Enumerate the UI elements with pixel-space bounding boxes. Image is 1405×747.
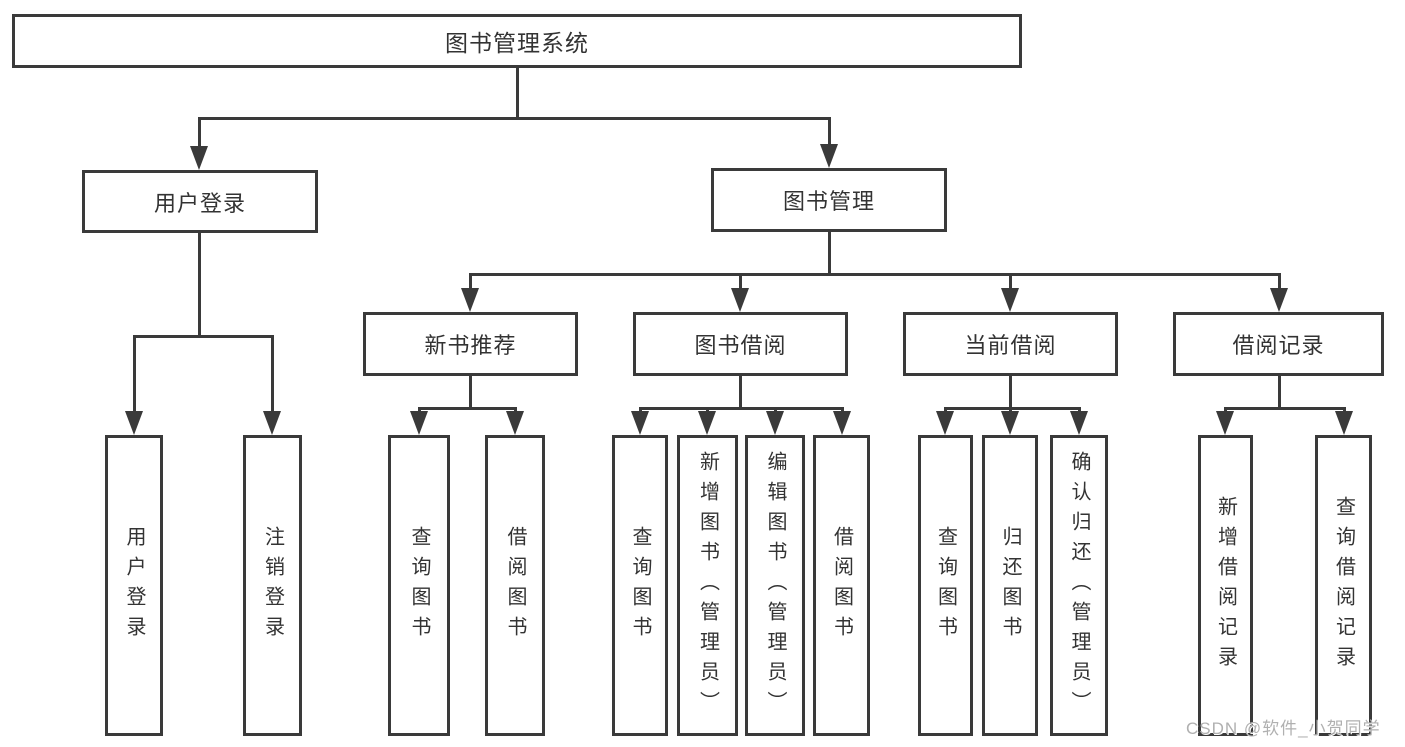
leaf-label: 新增图书（管理员） xyxy=(696,450,719,721)
leaf-label: 查询图书 xyxy=(629,525,651,646)
leaf-label: 查询借阅记录 xyxy=(1332,495,1355,676)
leaf-query-books: 查询图书 xyxy=(918,435,973,736)
leaf-add-borrow-record: 新增借阅记录 xyxy=(1198,435,1253,736)
leaf-query-books: 查询图书 xyxy=(612,435,668,736)
connector-line xyxy=(133,335,136,414)
leaf-user-login: 用户登录 xyxy=(105,435,163,736)
connector-line xyxy=(739,273,742,291)
leaf-borrow-books: 借阅图书 xyxy=(813,435,870,736)
arrow-down-icon xyxy=(461,288,479,312)
arrow-down-icon xyxy=(263,411,281,435)
arrow-down-icon xyxy=(631,411,649,435)
node-current-borrowing: 当前借阅 xyxy=(903,312,1118,376)
leaf-label: 用户登录 xyxy=(123,525,145,646)
node-label: 当前借阅 xyxy=(964,333,1057,358)
leaf-query-books: 查询图书 xyxy=(388,435,450,736)
leaf-label: 借阅图书 xyxy=(830,525,853,646)
connector-line xyxy=(418,407,517,410)
connector-line xyxy=(198,233,201,335)
connector-line xyxy=(828,232,831,273)
arrow-down-icon xyxy=(1216,411,1234,435)
connector-line xyxy=(1009,273,1012,291)
arrow-down-icon xyxy=(410,411,428,435)
node-label: 图书借阅 xyxy=(694,333,787,358)
node-new-book-recommendation: 新书推荐 xyxy=(363,312,578,376)
node-label: 借阅记录 xyxy=(1232,333,1325,358)
connector-line xyxy=(639,407,843,410)
arrow-down-icon xyxy=(506,411,524,435)
node-label: 图书管理系统 xyxy=(445,30,589,56)
connector-line xyxy=(739,376,742,407)
node-label: 用户登录 xyxy=(153,190,246,216)
leaf-add-books-admin: 新增图书（管理员） xyxy=(677,435,738,736)
arrow-down-icon xyxy=(820,144,838,168)
arrow-down-icon xyxy=(698,411,716,435)
leaf-edit-books-admin: 编辑图书（管理员） xyxy=(745,435,805,736)
node-label: 新书推荐 xyxy=(424,333,517,358)
arrow-down-icon xyxy=(1070,411,1088,435)
leaf-label: 编辑图书（管理员） xyxy=(764,450,786,721)
arrow-down-icon xyxy=(1001,411,1019,435)
connector-line xyxy=(133,335,274,338)
arrow-down-icon xyxy=(766,411,784,435)
arrow-down-icon xyxy=(833,411,851,435)
node-book-management-system: 图书管理系统 xyxy=(12,14,1022,68)
connector-line xyxy=(1278,273,1281,291)
leaf-label: 借阅图书 xyxy=(504,525,526,646)
connector-line xyxy=(198,117,831,120)
leaf-query-borrow-record: 查询借阅记录 xyxy=(1315,435,1372,736)
leaf-confirm-return-admin: 确认归还（管理员） xyxy=(1050,435,1108,736)
leaf-label: 归还图书 xyxy=(999,525,1021,646)
node-book-borrowing: 图书借阅 xyxy=(633,312,848,376)
connector-line xyxy=(271,335,274,414)
connector-line xyxy=(469,273,1280,276)
arrow-down-icon xyxy=(936,411,954,435)
connector-line xyxy=(1009,376,1012,407)
node-user-login: 用户登录 xyxy=(82,170,318,233)
connector-line xyxy=(1224,407,1345,410)
connector-line xyxy=(1278,376,1281,407)
connector-line xyxy=(516,68,519,117)
leaf-return-books: 归还图书 xyxy=(982,435,1038,736)
leaf-label: 确认归还（管理员） xyxy=(1068,450,1090,721)
node-label: 图书管理 xyxy=(782,189,875,214)
leaf-borrow-books: 借阅图书 xyxy=(485,435,545,736)
leaf-logout: 注销登录 xyxy=(243,435,302,736)
node-book-management: 图书管理 xyxy=(711,168,947,232)
node-borrowing-records: 借阅记录 xyxy=(1173,312,1384,376)
leaf-label: 查询图书 xyxy=(934,525,957,646)
csdn-watermark: CSDN @软件_小贺同学 xyxy=(1186,719,1381,738)
leaf-label: 查询图书 xyxy=(408,525,430,646)
arrow-down-icon xyxy=(1001,288,1019,312)
arrow-down-icon xyxy=(190,146,208,170)
connector-line xyxy=(469,273,472,291)
leaf-label: 注销登录 xyxy=(261,525,284,646)
arrow-down-icon xyxy=(125,411,143,435)
connector-line xyxy=(944,407,1080,410)
arrow-down-icon xyxy=(1270,288,1288,312)
connector-line xyxy=(198,117,201,149)
leaf-label: 新增借阅记录 xyxy=(1214,495,1237,676)
connector-line xyxy=(469,376,472,407)
connector-line xyxy=(828,117,831,147)
arrow-down-icon xyxy=(731,288,749,312)
arrow-down-icon xyxy=(1335,411,1353,435)
